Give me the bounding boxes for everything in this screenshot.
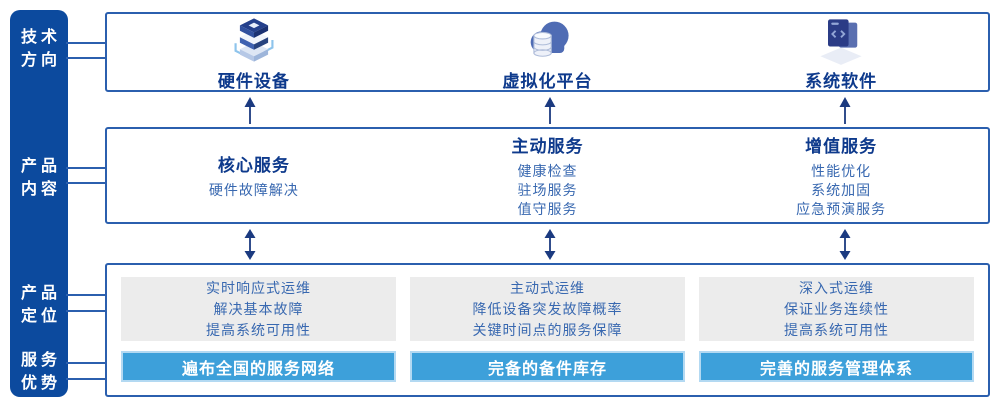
sidebar-label-line: 技术 (20, 29, 61, 46)
advantage-bar: 完善的服务管理体系 (699, 351, 974, 382)
up-arrow-icon (243, 97, 257, 124)
sidebar-label-line: 优势 (20, 375, 61, 392)
connector-line (66, 182, 107, 184)
tech-col-virtualization: 虚拟化平台 (401, 14, 695, 91)
tech-label: 虚拟化平台 (502, 72, 593, 91)
connector-line (66, 42, 107, 44)
advantage-bar: 遍布全国的服务网络 (121, 351, 396, 382)
tech-col-hardware: 硬件设备 (107, 14, 401, 91)
up-arrow-icon (838, 97, 852, 124)
double-arrow-icon (543, 229, 557, 260)
service-col-core: 核心服务 硬件故障解决 (107, 129, 401, 222)
service-item: 硬件故障解决 (208, 182, 299, 198)
sidebar-label-line: 产品 (20, 158, 61, 175)
connector-line (66, 57, 107, 59)
service-item: 健康检查 (517, 163, 578, 179)
positioning-line: 降低设备突发故障概率 (472, 300, 623, 317)
positioning-line: 解决基本故障 (213, 300, 304, 317)
product-content-box: 核心服务 硬件故障解决 主动服务 健康检查 驻场服务 值守服务 增值服务 性能优… (105, 127, 990, 224)
advantage-bar: 完备的备件库存 (410, 351, 685, 382)
service-title: 增值服务 (805, 137, 878, 156)
software-window-icon (815, 14, 867, 66)
sidebar-label-service-advantage: 服务 优势 (10, 349, 68, 395)
service-col-value-added: 增值服务 性能优化 系统加固 应急预演服务 (694, 129, 988, 222)
service-title: 核心服务 (217, 156, 290, 175)
service-item: 驻场服务 (517, 182, 578, 198)
sidebar: 技术 方向 产品 内容 产品 定位 服务 优势 (10, 10, 68, 397)
bottom-col-1: 实时响应式运维 解决基本故障 提高系统可用性 遍布全国的服务网络 (121, 277, 396, 382)
sidebar-label-tech-direction: 技术 方向 (10, 26, 68, 72)
bottom-col-2: 主动式运维 降低设备突发故障概率 关键时间点的服务保障 完备的备件库存 (410, 277, 685, 382)
connector-line (66, 362, 107, 364)
positioning-line: 提高系统可用性 (784, 321, 889, 338)
service-item: 值守服务 (517, 201, 578, 217)
sidebar-label-line: 定位 (20, 308, 61, 325)
tech-label: 硬件设备 (217, 72, 290, 91)
tech-col-system-software: 系统软件 (694, 14, 988, 91)
sidebar-label-line: 内容 (20, 181, 61, 198)
double-arrow-icon (243, 229, 257, 260)
positioning-line: 主动式运维 (510, 279, 585, 296)
sidebar-label-product-positioning: 产品 定位 (10, 282, 68, 328)
service-title: 主动服务 (511, 137, 584, 156)
connector-line (66, 310, 107, 312)
sidebar-label-line: 产品 (20, 285, 61, 302)
double-arrow-icon (838, 229, 852, 260)
positioning-panel: 主动式运维 降低设备突发故障概率 关键时间点的服务保障 (410, 277, 685, 341)
positioning-line: 关键时间点的服务保障 (472, 321, 623, 338)
connector-line (66, 167, 107, 169)
connector-line (66, 294, 107, 296)
tech-direction-box: 硬件设备 虚拟化平台 (105, 12, 990, 92)
service-item: 性能优化 (811, 163, 872, 179)
positioning-panel: 实时响应式运维 解决基本故障 提高系统可用性 (121, 277, 396, 341)
cloud-database-icon (522, 14, 574, 66)
positioning-panel: 深入式运维 保证业务连续性 提高系统可用性 (699, 277, 974, 341)
service-item: 应急预演服务 (796, 201, 887, 217)
hardware-stack-icon (228, 14, 280, 66)
positioning-advantage-box: 实时响应式运维 解决基本故障 提高系统可用性 遍布全国的服务网络 主动式运维 降… (105, 263, 990, 397)
service-col-proactive: 主动服务 健康检查 驻场服务 值守服务 (401, 129, 695, 222)
positioning-line: 深入式运维 (799, 279, 874, 296)
positioning-line: 提高系统可用性 (206, 321, 311, 338)
tech-label: 系统软件 (805, 72, 878, 91)
positioning-line: 实时响应式运维 (206, 279, 311, 296)
sidebar-label-product-content: 产品 内容 (10, 155, 68, 201)
up-arrow-icon (543, 97, 557, 124)
service-item: 系统加固 (811, 182, 872, 198)
sidebar-label-line: 服务 (20, 352, 61, 369)
bottom-col-3: 深入式运维 保证业务连续性 提高系统可用性 完善的服务管理体系 (699, 277, 974, 382)
positioning-line: 保证业务连续性 (784, 300, 889, 317)
connector-line (66, 378, 107, 380)
sidebar-label-line: 方向 (20, 52, 61, 69)
